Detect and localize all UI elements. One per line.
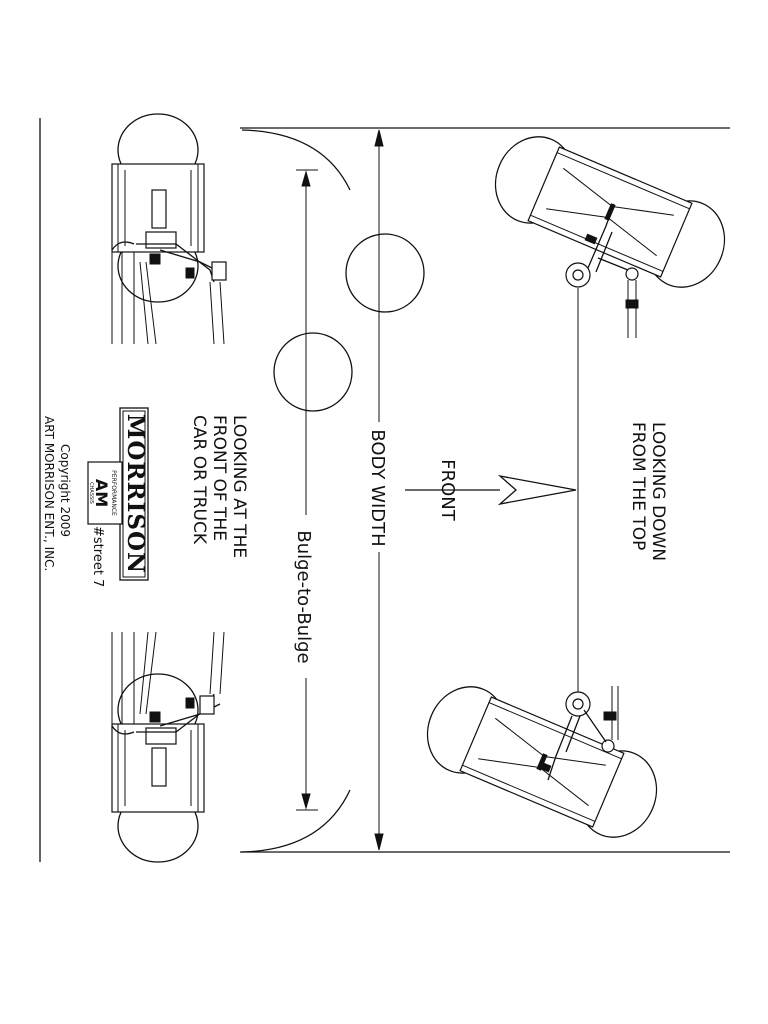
copyright: Copyright 2009: [58, 444, 72, 537]
part-number: #street 7: [90, 526, 105, 587]
top-steering-upper: [565, 203, 639, 338]
top-view-caption: LOOKING DOWN FROM THE TOP: [628, 422, 668, 561]
top-steering-lower: [538, 686, 619, 781]
front-label: FRONT: [437, 459, 458, 521]
front-view-caption-line-1: LOOKING AT THE: [229, 415, 249, 558]
bulge-to-bulge-dimension: [296, 169, 318, 811]
front-view-caption-line-3: CAR OR TRUCK: [189, 415, 209, 545]
top-view-caption-line-2: FROM THE TOP: [628, 422, 648, 550]
front-arrow: [405, 474, 577, 506]
body-width-label: BODY WIDTH: [367, 429, 388, 546]
logo-badge-top: PERFORMANCE: [110, 470, 117, 516]
logo-badge-mid: AM: [92, 479, 111, 507]
front-suspension-bottom: [111, 631, 225, 787]
body-width-dimension: [240, 127, 730, 853]
front-suspension-top: [111, 189, 227, 345]
fender-arc-bottom: [241, 789, 351, 853]
bulge-to-bulge-label: Bulge-to-Bulge: [293, 530, 314, 663]
logo-badge-bottom: CHASSIS: [88, 482, 94, 504]
morrison-logo: MORRISON PERFORMANCE AM CHASSIS: [87, 407, 149, 581]
logo-brand: MORRISON: [122, 414, 149, 574]
fender-arc-top: [241, 129, 351, 191]
reference-circle-lower: [273, 332, 353, 412]
top-view-caption-line-1: LOOKING DOWN: [648, 422, 668, 561]
front-view-caption: LOOKING AT THE FRONT OF THE CAR OR TRUCK: [189, 415, 249, 558]
top-view-wheel-upper: [481, 123, 739, 301]
reference-circle-upper: [345, 233, 425, 313]
front-view-caption-line-2: FRONT OF THE: [209, 415, 229, 541]
company-name: ART MORRISON ENT., INC.: [42, 416, 56, 571]
